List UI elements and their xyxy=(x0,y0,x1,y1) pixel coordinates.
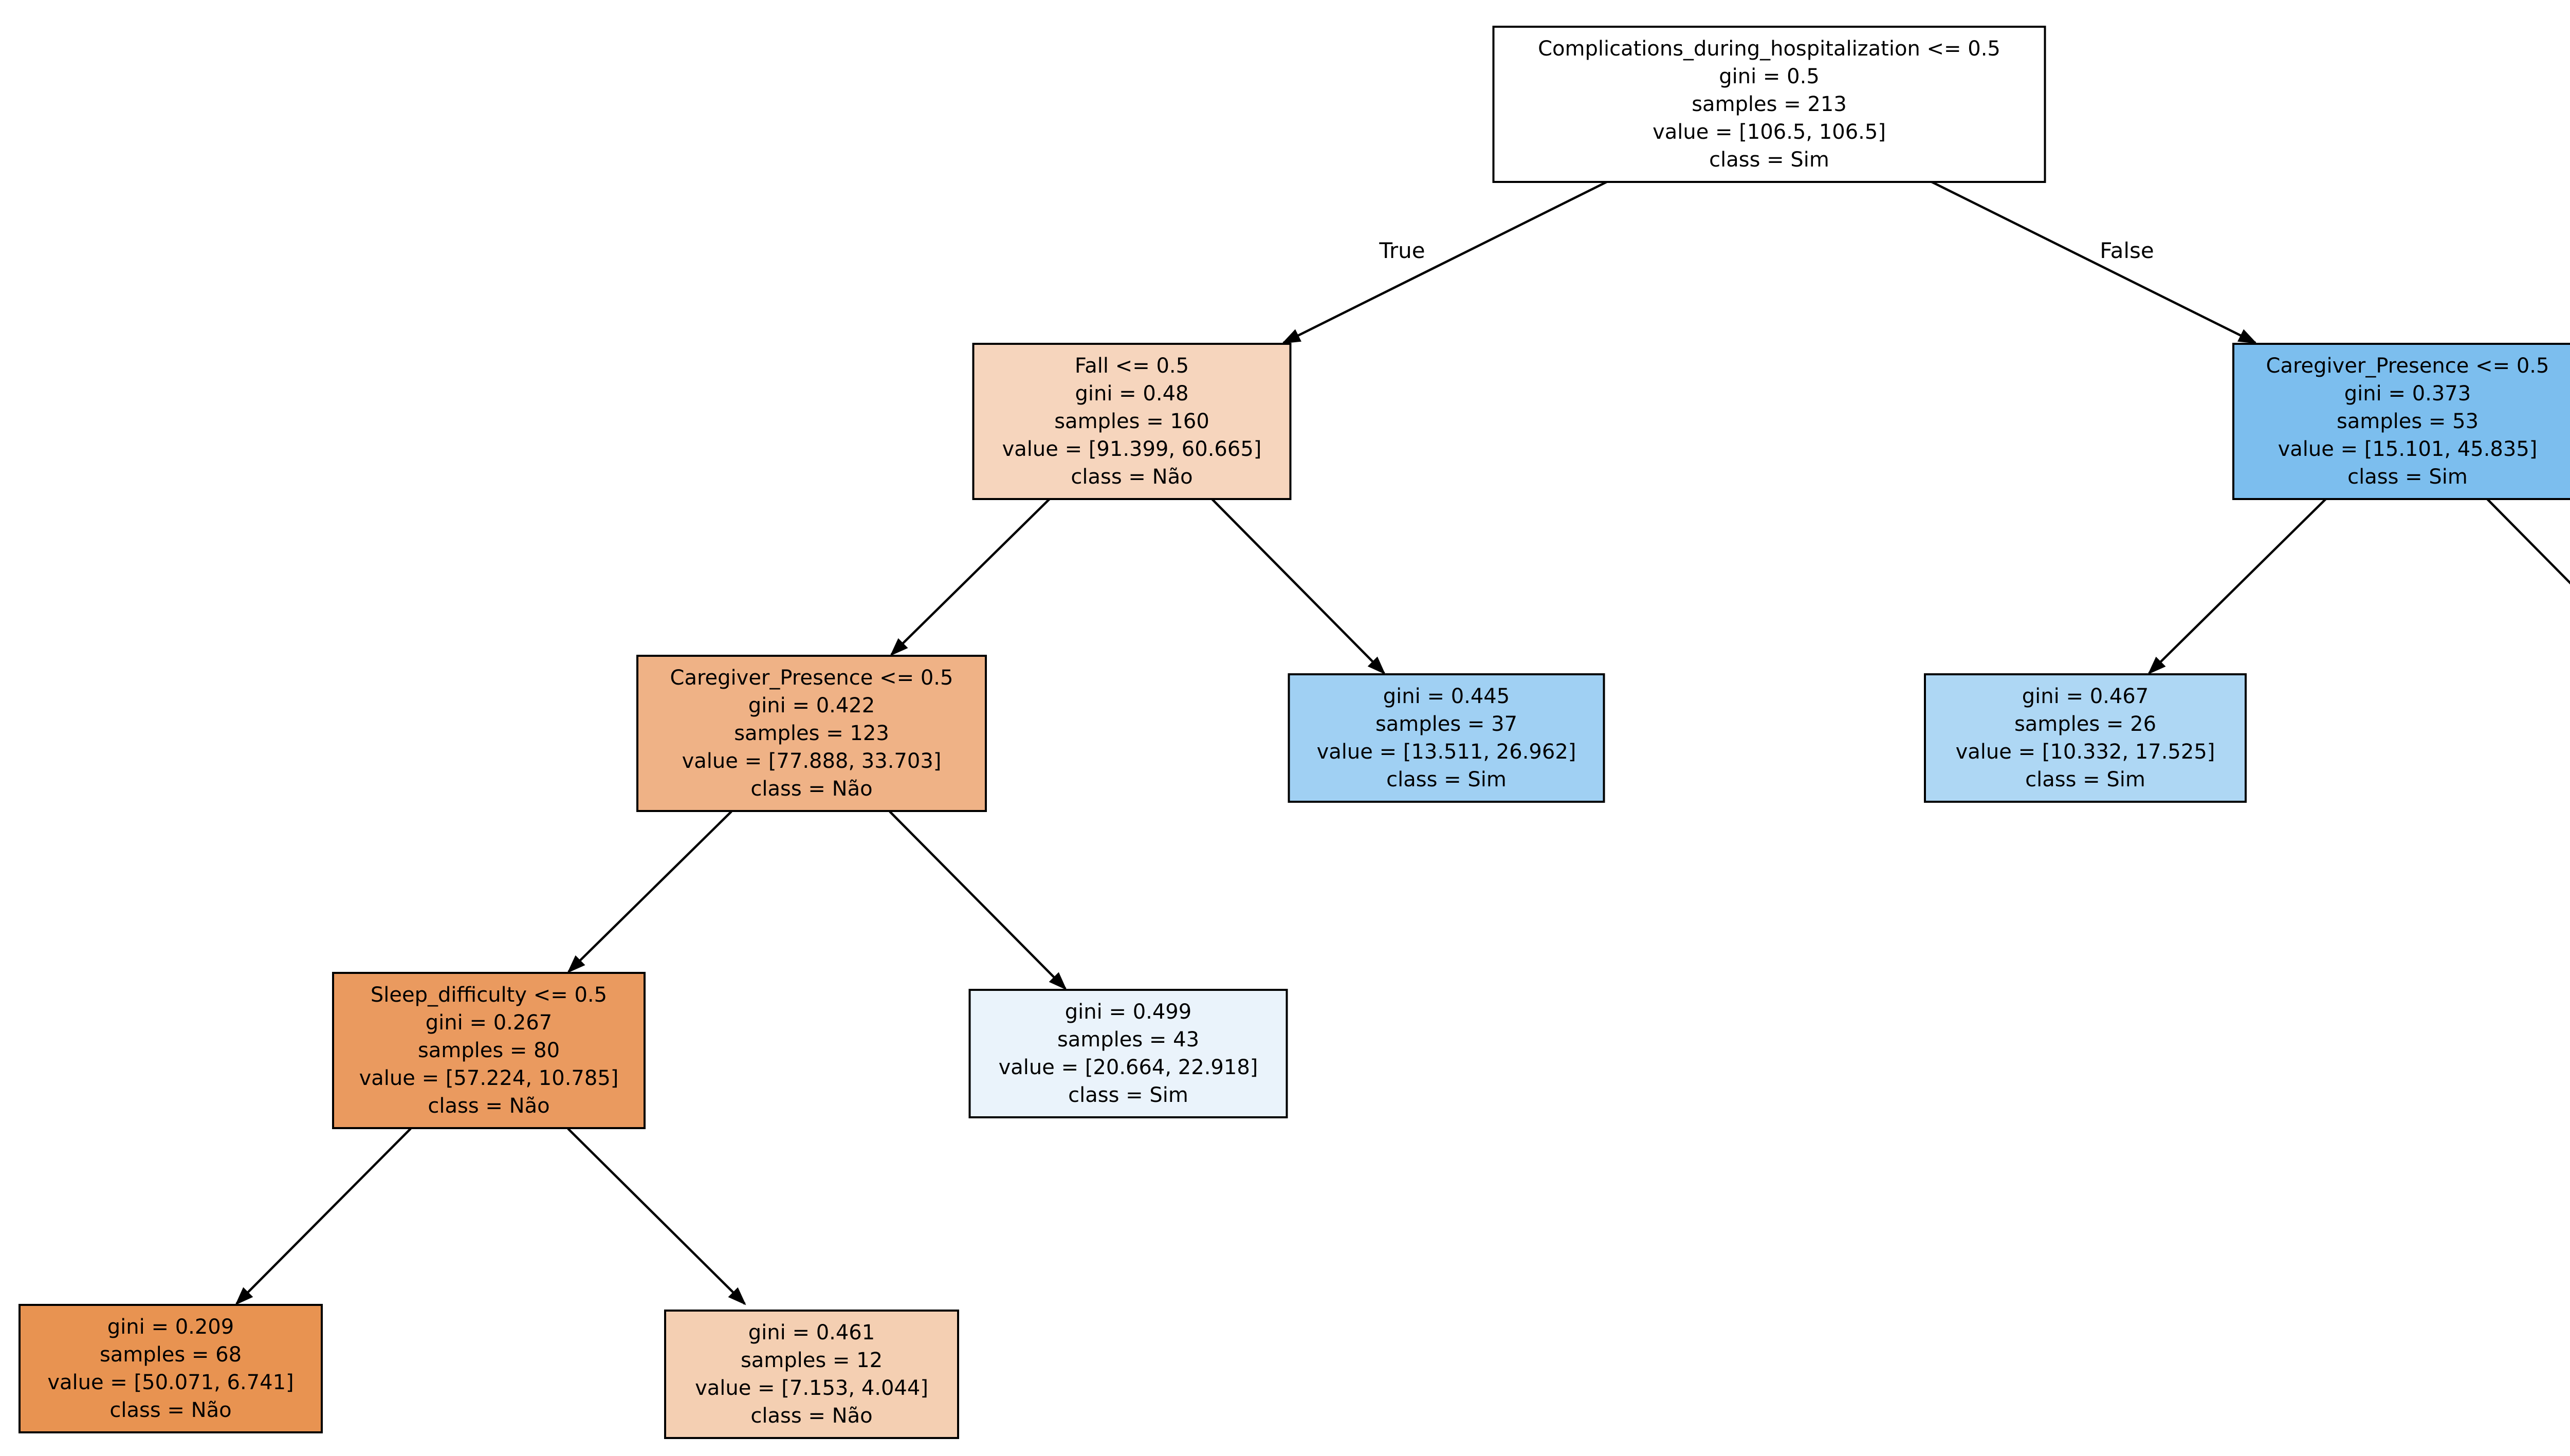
node-class: class = Sim xyxy=(1068,1083,1188,1107)
node-gini: gini = 0.209 xyxy=(107,1315,234,1339)
node-samples: samples = 80 xyxy=(417,1039,560,1062)
node-value: value = [57.224, 10.785] xyxy=(359,1066,619,1090)
node-gini: gini = 0.5 xyxy=(1719,65,1820,88)
node-samples: samples = 37 xyxy=(1375,712,1518,736)
node-class: class = Sim xyxy=(2347,465,2468,489)
node-gini: gini = 0.445 xyxy=(1383,685,1510,708)
node-split-condition: Caregiver_Presence <= 0.5 xyxy=(670,666,953,690)
edge-caregiver-left-leaf-499 xyxy=(889,810,1067,990)
node-samples: samples = 26 xyxy=(2014,712,2157,736)
tree-node-caregiver-left: Caregiver_Presence <= 0.5 gini = 0.422 s… xyxy=(636,655,987,812)
edge-caregiver-right-leaf-467 xyxy=(2147,493,2332,675)
node-class: class = Sim xyxy=(1709,148,1829,172)
node-value: value = [13.511, 26.962] xyxy=(1316,740,1576,764)
node-split-condition: Fall <= 0.5 xyxy=(1074,354,1189,378)
node-gini: gini = 0.373 xyxy=(2344,382,2471,406)
node-gini: gini = 0.467 xyxy=(2022,685,2149,708)
edge-caregiver-left-sleep xyxy=(567,810,732,973)
node-gini: gini = 0.499 xyxy=(1064,1000,1192,1024)
node-class: class = Sim xyxy=(2025,768,2145,791)
edge-root-caregiver-right xyxy=(1921,176,2257,344)
node-class: class = Não xyxy=(1071,465,1193,489)
edge-caregiver-right-leaf-247 xyxy=(2482,493,2570,585)
tree-node-leaf-467: gini = 0.467 samples = 26 value = [10.33… xyxy=(1924,673,2247,803)
node-gini: gini = 0.422 xyxy=(748,694,875,717)
node-value: value = [7.153, 4.044] xyxy=(695,1376,928,1400)
node-value: value = [20.664, 22.918] xyxy=(998,1056,1258,1079)
node-samples: samples = 43 xyxy=(1057,1028,1200,1052)
node-value: value = [106.5, 106.5] xyxy=(1653,120,1886,144)
tree-node-caregiver-right: Caregiver_Presence <= 0.5 gini = 0.373 s… xyxy=(2232,343,2570,500)
node-samples: samples = 68 xyxy=(99,1343,242,1367)
edge-label-true: True xyxy=(1379,238,1425,263)
edge-root-fall xyxy=(1281,176,1617,344)
node-value: value = [91.399, 60.665] xyxy=(1002,437,1262,461)
node-class: class = Não xyxy=(750,777,873,801)
tree-node-leaf-445: gini = 0.445 samples = 37 value = [13.51… xyxy=(1288,673,1605,803)
tree-node-fall: Fall <= 0.5 gini = 0.48 samples = 160 va… xyxy=(972,343,1292,500)
tree-node-leaf-499: gini = 0.499 samples = 43 value = [20.66… xyxy=(968,989,1288,1118)
tree-node-leaf-209: gini = 0.209 samples = 68 value = [50.07… xyxy=(19,1304,323,1433)
edge-fall-caregiver-left xyxy=(890,493,1055,656)
node-samples: samples = 160 xyxy=(1054,410,1209,433)
edge-sleep-leaf-461 xyxy=(567,1128,746,1305)
node-class: class = Não xyxy=(750,1404,873,1428)
tree-node-root: Complications_during_hospitalization <= … xyxy=(1492,26,2046,183)
node-samples: samples = 12 xyxy=(740,1349,883,1372)
node-value: value = [77.888, 33.703] xyxy=(682,749,942,773)
edge-fall-leaf-445 xyxy=(1206,493,1386,675)
node-gini: gini = 0.267 xyxy=(425,1011,553,1035)
tree-node-sleep: Sleep_difficulty <= 0.5 gini = 0.267 sam… xyxy=(332,972,646,1129)
node-samples: samples = 123 xyxy=(734,722,889,745)
edge-label-false: False xyxy=(2100,238,2154,263)
edge-sleep-leaf-209 xyxy=(235,1128,412,1305)
node-gini: gini = 0.461 xyxy=(748,1321,875,1344)
node-samples: samples = 53 xyxy=(2336,410,2479,433)
node-class: class = Não xyxy=(109,1398,232,1422)
tree-node-leaf-461: gini = 0.461 samples = 12 value = [7.153… xyxy=(664,1310,959,1439)
node-gini: gini = 0.48 xyxy=(1075,382,1189,406)
node-split-condition: Sleep_difficulty <= 0.5 xyxy=(370,983,608,1007)
node-samples: samples = 213 xyxy=(1692,93,1847,116)
node-value: value = [15.101, 45.835] xyxy=(2278,437,2538,461)
node-class: class = Sim xyxy=(1386,768,1507,791)
node-value: value = [10.332, 17.525] xyxy=(1955,740,2215,764)
node-split-condition: Caregiver_Presence <= 0.5 xyxy=(2266,354,2549,378)
node-class: class = Não xyxy=(428,1094,550,1118)
node-split-condition: Complications_during_hospitalization <= … xyxy=(1538,37,2000,61)
node-value: value = [50.071, 6.741] xyxy=(47,1371,294,1394)
